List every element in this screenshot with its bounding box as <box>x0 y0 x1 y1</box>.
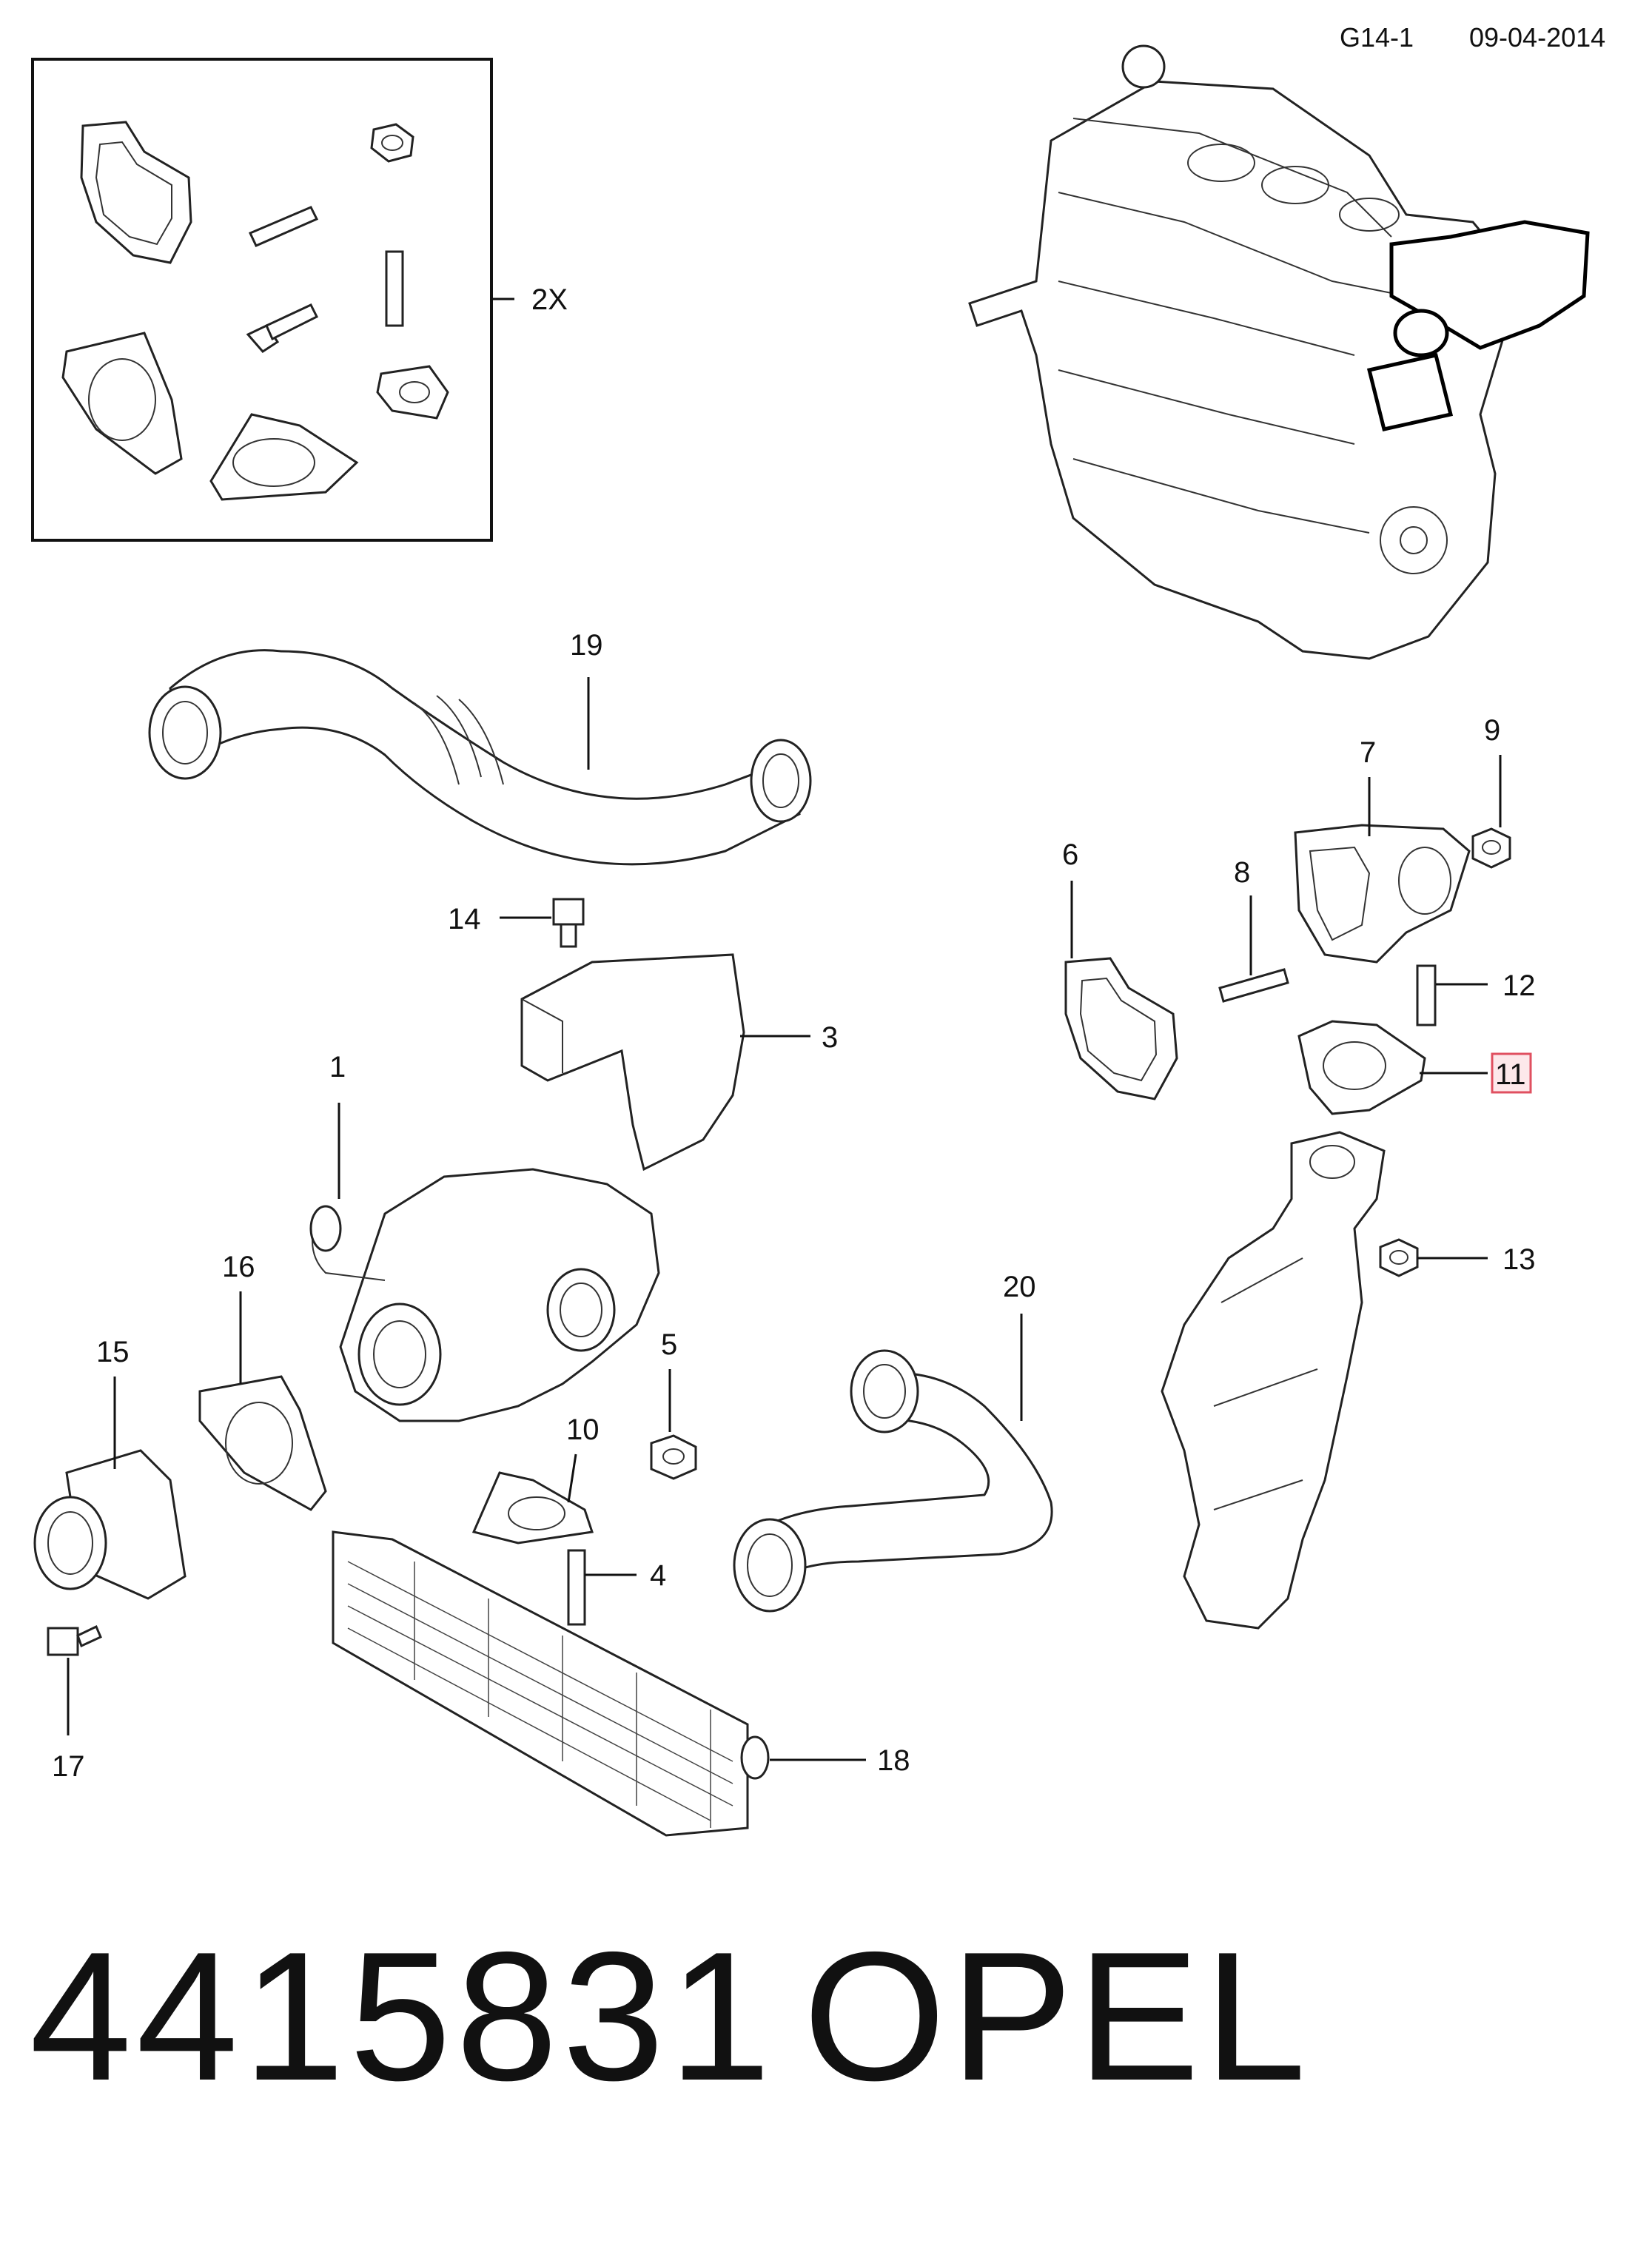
engine-overview <box>968 44 1590 660</box>
callout-15: 15 <box>96 1336 130 1368</box>
part-6-gasket: 6 <box>1062 838 1178 1100</box>
part-3-heat-shield: 3 <box>520 953 838 1172</box>
part-13-nut: 13 <box>1379 1238 1536 1277</box>
part-14-bolt: 14 <box>448 898 585 948</box>
part-18-intercooler: 18 <box>332 1530 910 1837</box>
callout-16: 16 <box>222 1251 255 1283</box>
callout-12: 12 <box>1502 969 1536 1002</box>
part-16-gasket: 16 <box>198 1251 327 1511</box>
part-20-hose: 20 <box>733 1271 1053 1613</box>
callout-10: 10 <box>566 1414 600 1446</box>
callout-13: 13 <box>1502 1243 1536 1276</box>
part-8-stud: 8 <box>1218 856 1289 1003</box>
diagram-code: G14-1 <box>1340 22 1414 53</box>
part-17-bolt: 17 <box>47 1624 102 1783</box>
kit-quantity-label: 2X <box>531 283 568 316</box>
callout-17: 17 <box>52 1750 85 1783</box>
callout-7: 7 <box>1360 736 1376 769</box>
part-1-turbocharger: 1 <box>309 1051 660 1422</box>
part-11-gasket: 11 <box>1297 1020 1532 1115</box>
part-10-gasket: 10 <box>471 1414 600 1545</box>
callout-18: 18 <box>877 1744 910 1777</box>
callout-3: 3 <box>822 1021 838 1054</box>
part-19-hose: 19 <box>148 629 812 866</box>
catalytic-converter <box>1161 1131 1386 1630</box>
part-4-stud: 4 <box>567 1549 666 1626</box>
callout-9: 9 <box>1484 714 1500 747</box>
kit-inset-box: 2X <box>31 58 568 542</box>
diagram-date: 09-04-2014 <box>1469 22 1606 53</box>
callout-4: 4 <box>650 1559 666 1592</box>
callout-11: 11 <box>1495 1058 1526 1091</box>
brand-name: OPEL <box>803 1913 1311 2119</box>
callout-6: 6 <box>1062 838 1078 871</box>
callout-1: 1 <box>329 1051 346 1083</box>
part-7-housing: 7 <box>1294 736 1471 964</box>
part-number: 4415831 <box>30 1913 776 2119</box>
callout-20: 20 <box>1003 1271 1036 1303</box>
callout-5: 5 <box>661 1328 677 1361</box>
part-5-nut: 5 <box>650 1328 697 1480</box>
callout-19: 19 <box>570 629 603 662</box>
callout-8: 8 <box>1234 856 1250 889</box>
part-9-nut: 9 <box>1471 714 1511 869</box>
callout-11-highlight-box <box>1491 1052 1532 1094</box>
part-15-flange: 15 <box>33 1336 187 1600</box>
callout-14: 14 <box>448 903 481 935</box>
part-12-stud: 12 <box>1416 964 1536 1026</box>
